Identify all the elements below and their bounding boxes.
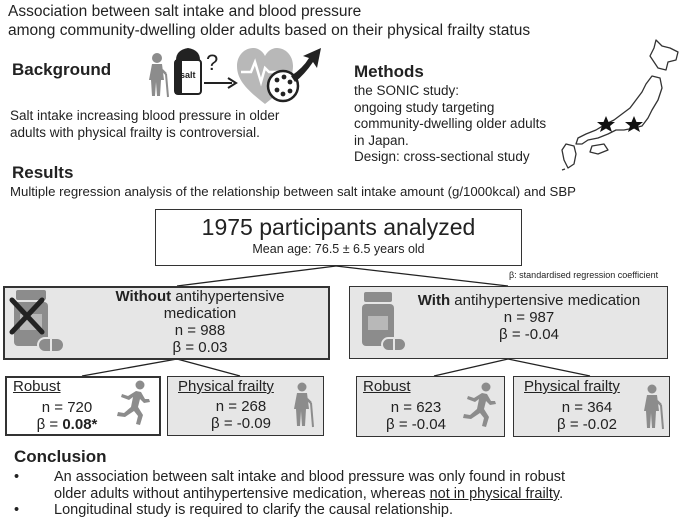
- conclusion-b1-line-1: An association between salt intake and b…: [54, 469, 566, 485]
- conclusion-heading: Conclusion: [14, 447, 107, 466]
- conclusion-b1-line-2-start: older adults without antihypertensive me…: [54, 486, 430, 502]
- left-robust-beta: β = 0.08*: [19, 416, 115, 433]
- background-text-line-1: Salt intake increasing blood pressure in…: [10, 108, 280, 123]
- right-frail-beta: β = -0.02: [557, 416, 617, 433]
- bullet-dot: •: [14, 469, 20, 485]
- methods-line-5: Design: cross-sectional study: [354, 149, 530, 164]
- page-title: Association between salt intake and bloo…: [8, 2, 530, 40]
- left-frail-label: Physical frailty: [178, 378, 274, 395]
- salt-label: salt: [180, 70, 196, 80]
- without-beta: β = 0.03: [172, 339, 228, 356]
- participants-mean-age: Mean age: 76.5 ± 6.5 years old: [252, 242, 425, 256]
- running-person-icon: [117, 380, 150, 425]
- methods-line-3: community-dwelling older adults: [354, 116, 547, 131]
- conclusion-bullet-2: • Longitudinal study is required to clar…: [14, 502, 685, 519]
- participants-count: 1975 participants analyzed: [201, 214, 476, 240]
- elderly-person-icon: [149, 53, 169, 98]
- methods-text: the SONIC study: ongoing study targeting…: [354, 83, 574, 166]
- right-frail-label: Physical frailty: [524, 378, 620, 395]
- with-label-rest: antihypertensive medication: [450, 292, 641, 309]
- background-heading: Background: [12, 60, 112, 79]
- left-frail-beta: β = -0.09: [211, 415, 271, 432]
- conclusion-bullet-1-text: An association between salt intake and b…: [54, 469, 685, 503]
- without-medication-text: Without antihypertensive medication n = …: [75, 288, 325, 356]
- elderly-person-icon: [644, 384, 664, 430]
- conclusion-bullet-1: • An association between salt intake and…: [14, 469, 685, 503]
- salt-shaker-icon: [174, 48, 202, 95]
- background-text-line-2: adults with physical frailty is controve…: [10, 124, 260, 140]
- without-n: n = 988: [174, 322, 226, 339]
- results-heading: Results: [12, 163, 74, 182]
- without-label-rest: antihypertensive: [171, 288, 285, 305]
- with-n: n = 987: [503, 309, 555, 326]
- with-medication-text: With antihypertensive medication n = 987…: [398, 292, 660, 343]
- left-robust-n: n = 720: [41, 399, 93, 416]
- conclusion-bullet-2-text: Longitudinal study is required to clarif…: [54, 502, 453, 518]
- elderly-person-icon: [294, 382, 314, 428]
- with-label: With: [417, 292, 451, 309]
- right-robust-n: n = 623: [390, 399, 442, 416]
- beta-note: β: standardised regression coefficient: [509, 270, 659, 280]
- with-beta: β = -0.04: [499, 326, 559, 343]
- question-mark: ?: [206, 50, 219, 75]
- conclusion-b1-line-2: older adults without antihypertensive me…: [54, 486, 685, 503]
- left-robust-beta-value: 0.08*: [62, 416, 98, 433]
- left-robust-beta-prefix: β =: [36, 416, 63, 433]
- running-person-icon: [463, 382, 496, 427]
- right-arrow-icon: [204, 77, 238, 89]
- without-label: Without: [115, 288, 172, 305]
- background-text: Salt intake increasing blood pressure in…: [10, 108, 340, 141]
- left-frail-n: n = 268: [215, 398, 267, 415]
- right-robust-beta: β = -0.04: [386, 416, 446, 433]
- right-frail-n: n = 364: [561, 399, 613, 416]
- without-label-line-2: medication: [163, 305, 237, 322]
- methods-line-2: ongoing study targeting: [354, 99, 495, 115]
- japan-map-icon: [561, 39, 679, 171]
- methods-heading: Methods: [354, 62, 424, 81]
- conclusion-b1-underlined: not in physical frailty: [429, 486, 560, 502]
- medication-crossed-icon: [9, 290, 65, 353]
- methods-line-4: in Japan.: [354, 132, 409, 148]
- conclusion-b1-line-2-end: .: [559, 486, 564, 502]
- participants-box: 1975 participants analyzed Mean age: 76.…: [155, 209, 522, 266]
- bullet-dot: •: [14, 502, 20, 518]
- left-robust-label: Robust: [13, 378, 61, 395]
- heart-blood-pressure-icon: [237, 48, 321, 104]
- results-subheading: Multiple regression analysis of the rela…: [10, 184, 576, 199]
- title-line-2: among community-dwelling older adults ba…: [8, 22, 531, 39]
- right-robust-label: Robust: [363, 378, 411, 395]
- title-line-1: Association between salt intake and bloo…: [8, 3, 362, 20]
- medication-icon: [362, 292, 407, 352]
- methods-line-1: the SONIC study:: [354, 83, 460, 98]
- left-robust-box: Robust n = 720 β = 0.08*: [5, 376, 161, 436]
- right-frail-box: Physical frailty n = 364 β = -0.02: [513, 376, 670, 437]
